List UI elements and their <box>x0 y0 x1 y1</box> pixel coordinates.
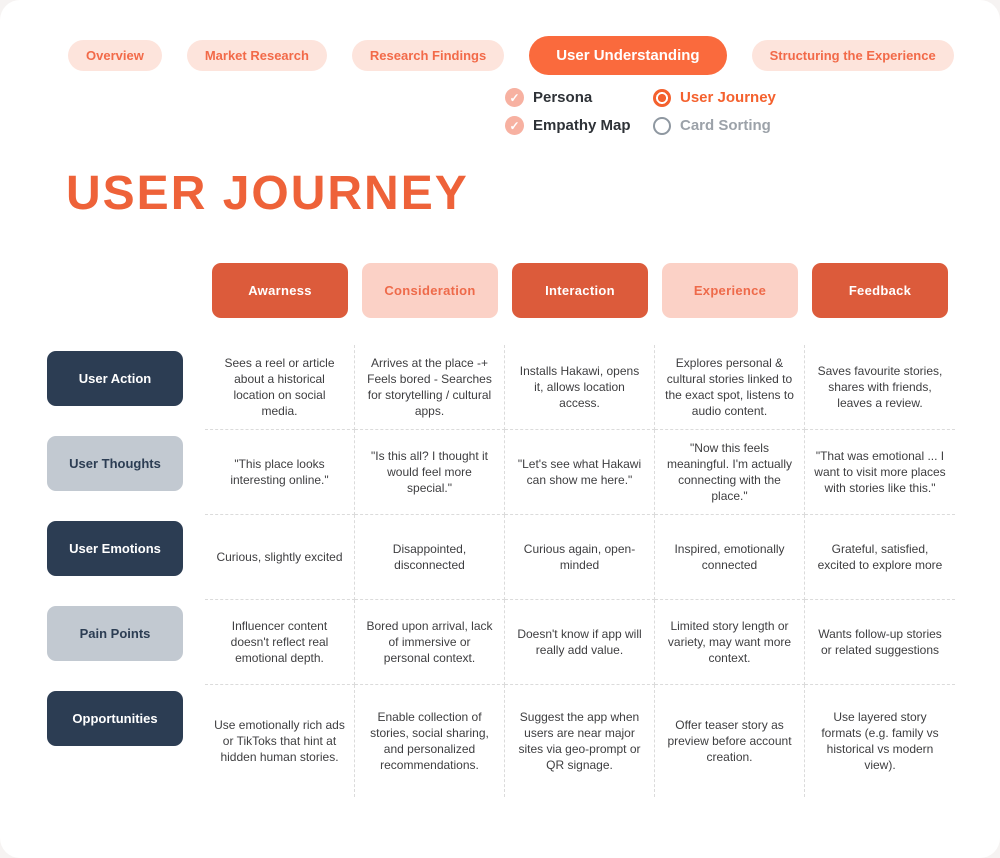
journey-cell: Use layered story formats (e.g. family v… <box>821 709 939 773</box>
stage-header-feedback: Feedback <box>812 263 948 318</box>
journey-cell: "Is this all? I thought it would feel mo… <box>355 430 505 515</box>
journey-stage-headers: Awarness Consideration Interaction Exper… <box>47 263 955 318</box>
journey-cell: "That was emotional ... I want to visit … <box>805 430 955 515</box>
row-label-wrap: Opportunities <box>47 685 205 797</box>
row-label-user-thoughts: User Thoughts <box>47 436 183 491</box>
journey-cell: Curious again, open-minded <box>505 515 655 600</box>
header-spacer <box>47 263 205 318</box>
sub-navigation: ✓ Persona User Journey ✓ Empathy Map Car… <box>505 88 776 135</box>
journey-cell: Enable collection of stories, social sha… <box>355 685 505 797</box>
journey-cell: Inspired, emotionally connected <box>655 515 805 600</box>
tab-structuring-the-experience[interactable]: Structuring the Experience <box>751 40 954 71</box>
checkbox-empathy-map[interactable]: ✓ Empathy Map <box>505 116 653 135</box>
journey-cell: Explores personal & cultural stories lin… <box>655 345 805 430</box>
journey-cell: Suggest the app when users are near majo… <box>505 685 655 797</box>
journey-cell: Wants follow-up stories or related sugge… <box>805 600 955 685</box>
journey-cell: Curious, slightly excited <box>205 515 355 600</box>
row-label-wrap: User Action <box>47 345 205 430</box>
journey-cell: Bored upon arrival, lack of immersive or… <box>355 600 505 685</box>
journey-cell: Influencer content doesn't reflect real … <box>205 600 355 685</box>
stage-header-interaction: Interaction <box>512 263 648 318</box>
checkmark-icon: ✓ <box>505 116 524 135</box>
journey-cell: Limited story length or variety, may wan… <box>655 600 805 685</box>
journey-cell: Offer teaser story as preview before acc… <box>655 685 805 797</box>
journey-cell: Saves favourite stories, shares with fri… <box>805 345 955 430</box>
tab-research-findings[interactable]: Research Findings <box>351 40 505 71</box>
row-label-wrap: Pain Points <box>47 600 205 685</box>
radio-unselected-icon <box>653 116 671 135</box>
journey-cell: Grateful, satisfied, excited to explore … <box>805 515 955 600</box>
row-label-user-action: User Action <box>47 351 183 406</box>
checkbox-persona-label: Persona <box>533 89 593 106</box>
checkbox-empathy-map-label: Empathy Map <box>533 117 631 134</box>
journey-cell: Arrives at the place -+ Feels bored - Se… <box>355 345 505 430</box>
row-label-user-emotions: User Emotions <box>47 521 183 576</box>
journey-cell: "Now this feels meaningful. I'm actually… <box>655 430 805 515</box>
journey-grid: User Action Sees a reel or article about… <box>47 345 955 797</box>
radio-card-sorting-label: Card Sorting <box>680 117 771 134</box>
stage-header-awarness: Awarness <box>212 263 348 318</box>
radio-user-journey[interactable]: User Journey <box>653 88 776 107</box>
checkmark-icon: ✓ <box>505 88 524 107</box>
journey-cell: Disappointed, disconnected <box>355 515 505 600</box>
row-label-pain-points: Pain Points <box>47 606 183 661</box>
journey-cell: Installs Hakawi, opens it, allows locati… <box>505 345 655 430</box>
radio-selected-icon <box>653 88 671 107</box>
tab-overview[interactable]: Overview <box>68 40 162 71</box>
radio-card-sorting[interactable]: Card Sorting <box>653 116 776 135</box>
row-label-opportunities: Opportunities <box>47 691 183 746</box>
journey-cell: "Let's see what Hakawi can show me here.… <box>505 430 655 515</box>
top-navigation: Overview Market Research Research Findin… <box>68 36 954 75</box>
page-title: USER JOURNEY <box>66 167 469 220</box>
stage-header-experience: Experience <box>662 263 798 318</box>
stage-header-consideration: Consideration <box>362 263 498 318</box>
checkbox-persona[interactable]: ✓ Persona <box>505 88 653 107</box>
radio-user-journey-label: User Journey <box>680 89 776 106</box>
tab-market-research[interactable]: Market Research <box>186 40 327 71</box>
journey-cell: Use emotionally rich ads or TikToks that… <box>205 685 355 797</box>
tab-user-understanding[interactable]: User Understanding <box>529 36 727 75</box>
row-label-wrap: User Emotions <box>47 515 205 600</box>
row-label-wrap: User Thoughts <box>47 430 205 515</box>
journey-cell: Doesn't know if app will really add valu… <box>505 600 655 685</box>
journey-cell: "This place looks interesting online." <box>205 430 355 515</box>
journey-cell: Sees a reel or article about a historica… <box>205 345 355 430</box>
